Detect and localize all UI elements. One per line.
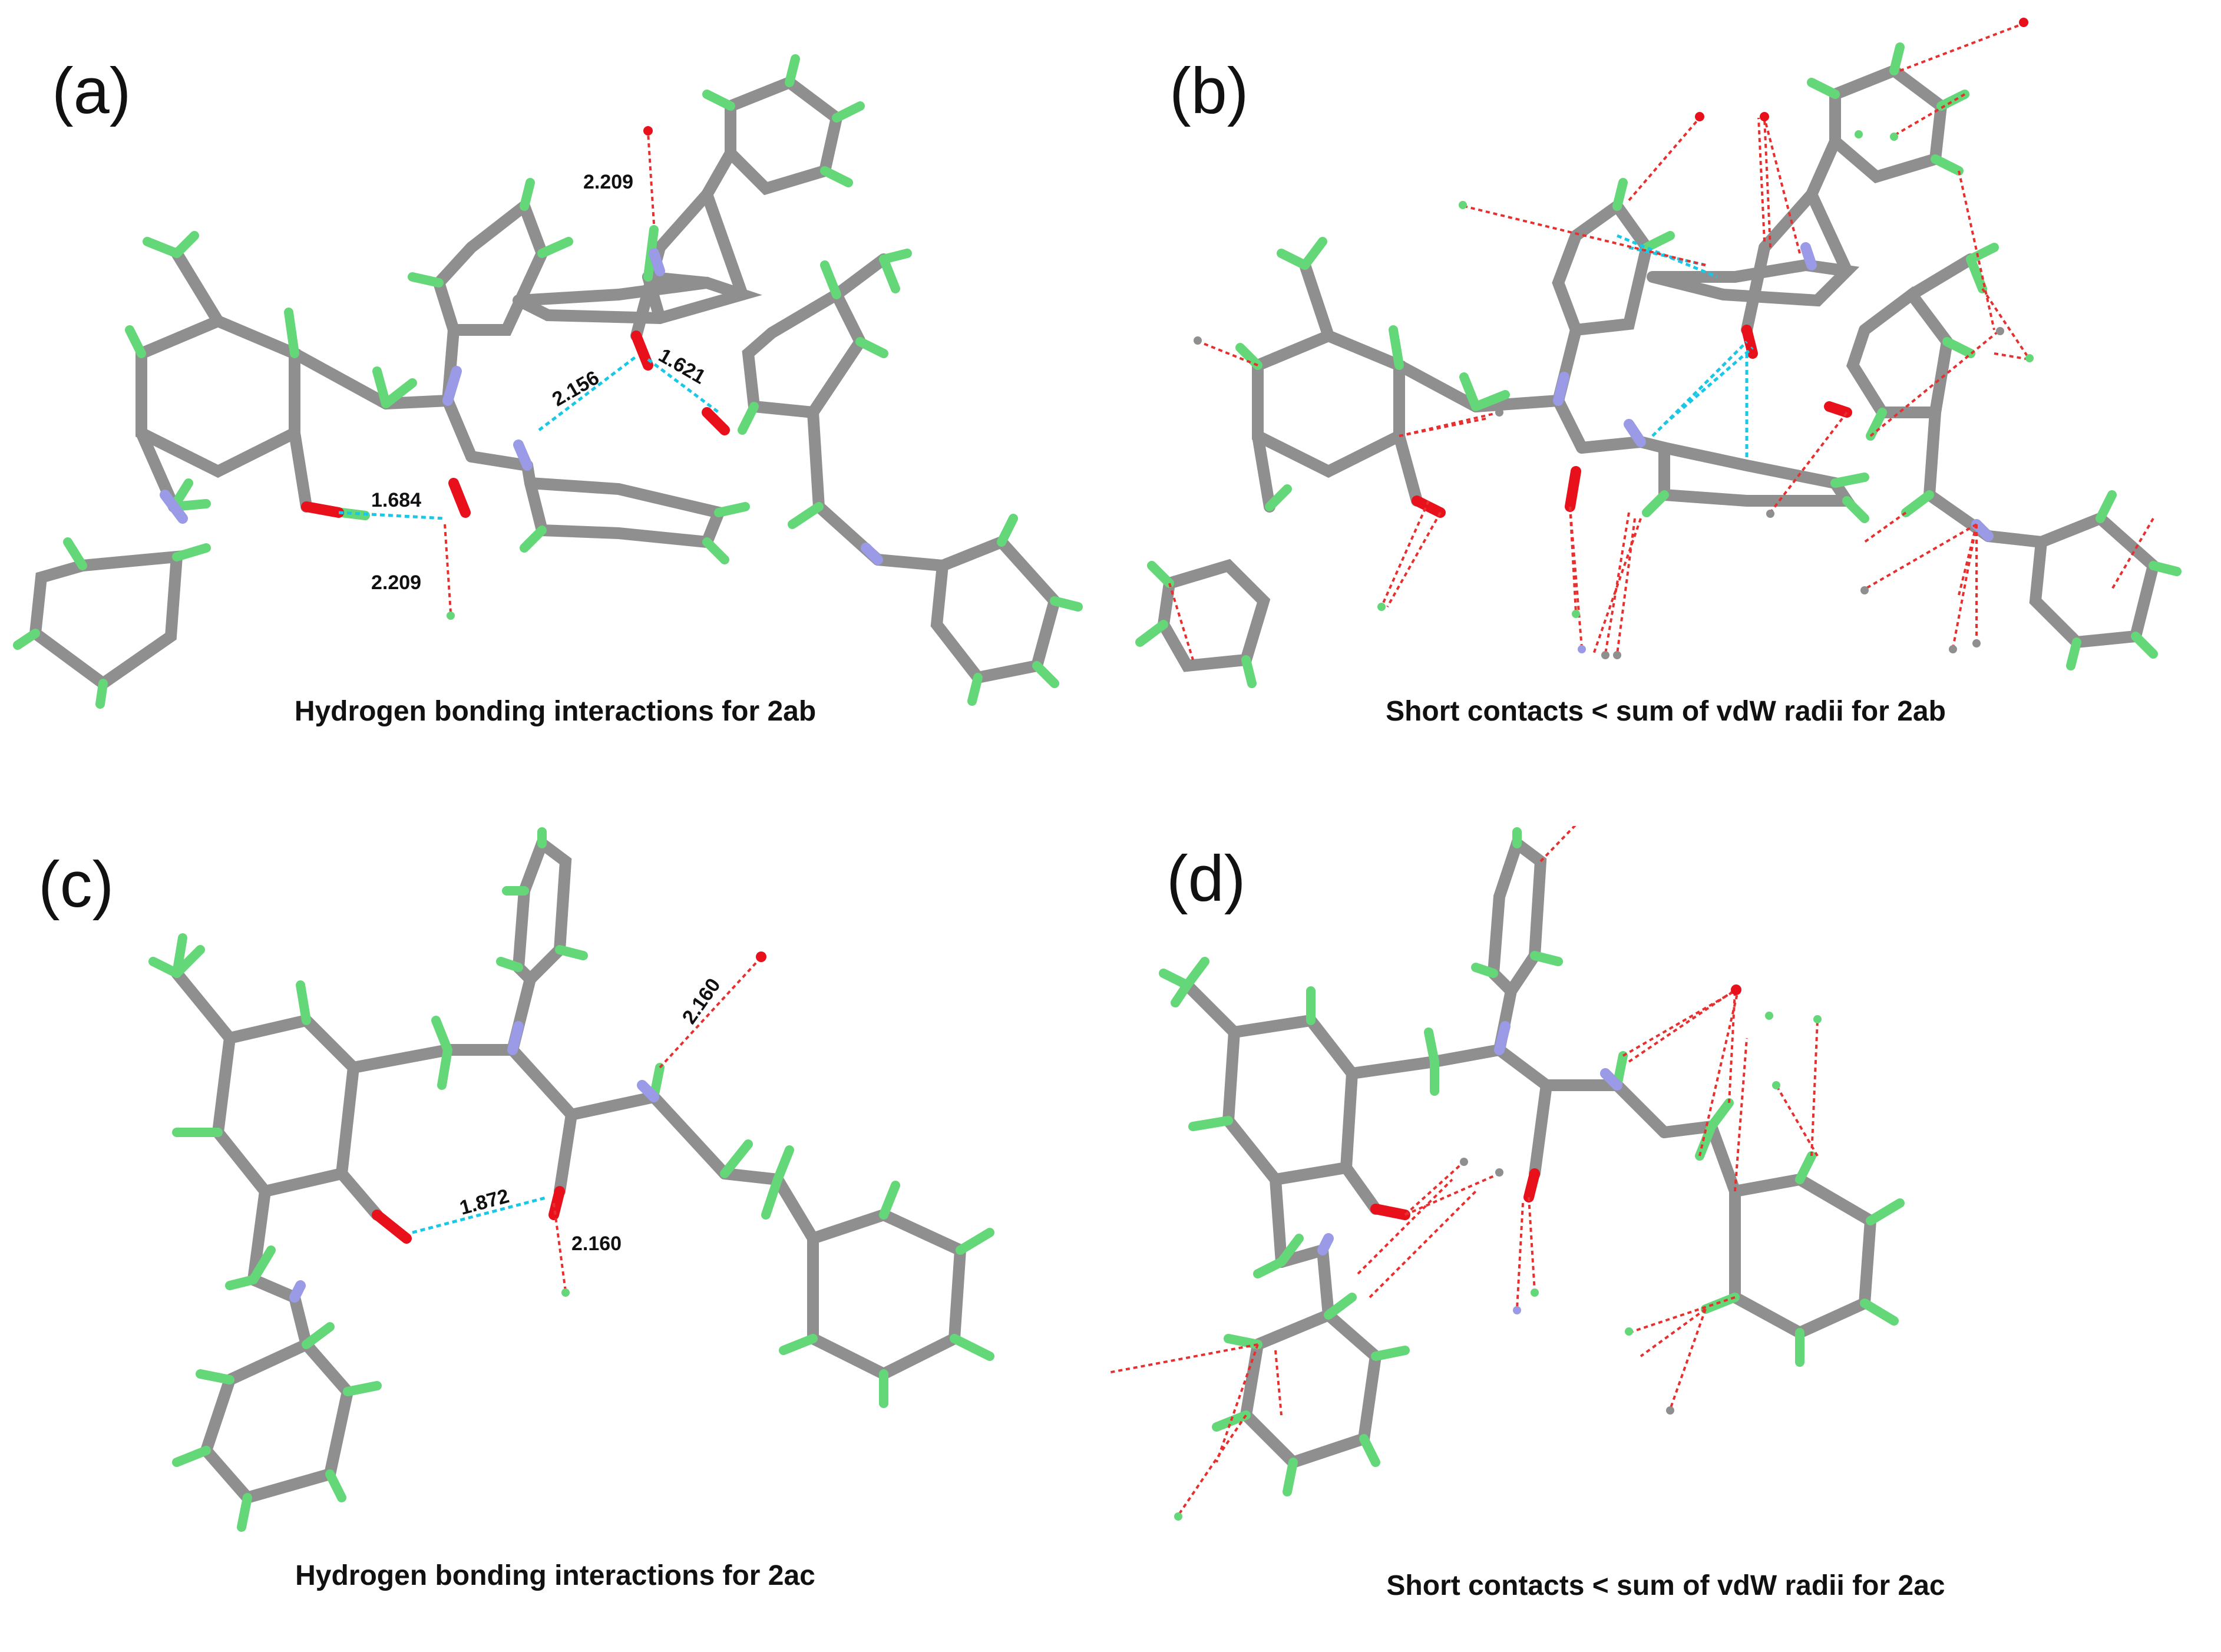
- heteroatoms: [1412, 242, 1994, 541]
- molecule-2ac-contacts: [1110, 826, 1905, 1521]
- panel-c: (c): [0, 826, 1110, 1652]
- panel-a: (a): [0, 0, 1110, 826]
- panel-label-b: (b): [1169, 55, 1249, 127]
- distance-label: 1.684: [371, 489, 421, 511]
- heteroatoms: [289, 1021, 659, 1303]
- carbon-skeleton: [1157, 64, 2160, 672]
- distance-label: 2.209: [371, 571, 421, 594]
- molecule-2ab-contacts: [1135, 18, 2182, 688]
- panel-d: (d): [1110, 826, 2221, 1652]
- carbon-skeleton: [171, 834, 967, 1505]
- hydrogen-bonds: [338, 355, 720, 520]
- heteroatoms: [160, 248, 883, 565]
- hydrogen-atoms: [148, 827, 994, 1532]
- distance-label: 1.621: [655, 344, 709, 388]
- hydrogen-atoms: [1135, 42, 2182, 688]
- hydrogen-bonds: [412, 1195, 548, 1234]
- distance-label: 2.160: [571, 1233, 622, 1255]
- distance-label: 2.156: [548, 366, 603, 411]
- caption-b: Short contacts < sum of vdW radii for 2a…: [1386, 696, 1946, 727]
- panel-label-d: (d): [1166, 842, 1246, 915]
- panel-label-c: (c): [38, 848, 114, 921]
- hydrogen-atoms: [1159, 827, 1905, 1496]
- hydrogen-atoms: [13, 54, 1083, 709]
- caption-a: Hydrogen bonding interactions for 2ab: [294, 696, 817, 727]
- molecule-2ab-hbond: 2.209 2.156 1.621 1.684 2.209: [13, 54, 1083, 709]
- carbon-skeleton: [29, 75, 1062, 691]
- distance-label: 2.160: [678, 974, 725, 1029]
- heteroatoms: [1317, 1021, 1622, 1255]
- short-contacts: [553, 951, 766, 1297]
- caption-c: Hydrogen bonding interactions for 2ac: [295, 1560, 815, 1591]
- short-contacts: [1110, 826, 1822, 1521]
- carbon-skeleton: [1181, 834, 1877, 1469]
- panel-label-a: (a): [52, 55, 131, 127]
- short-contacts: [1168, 18, 2154, 660]
- molecule-2ac-hbond: 2.160 1.872 2.160: [148, 827, 994, 1532]
- panel-b: (b): [1110, 0, 2221, 826]
- short-contacts: [444, 126, 655, 620]
- caption-d: Short contacts < sum of vdW radii for 2a…: [1386, 1570, 1945, 1601]
- distance-label: 2.209: [583, 171, 633, 193]
